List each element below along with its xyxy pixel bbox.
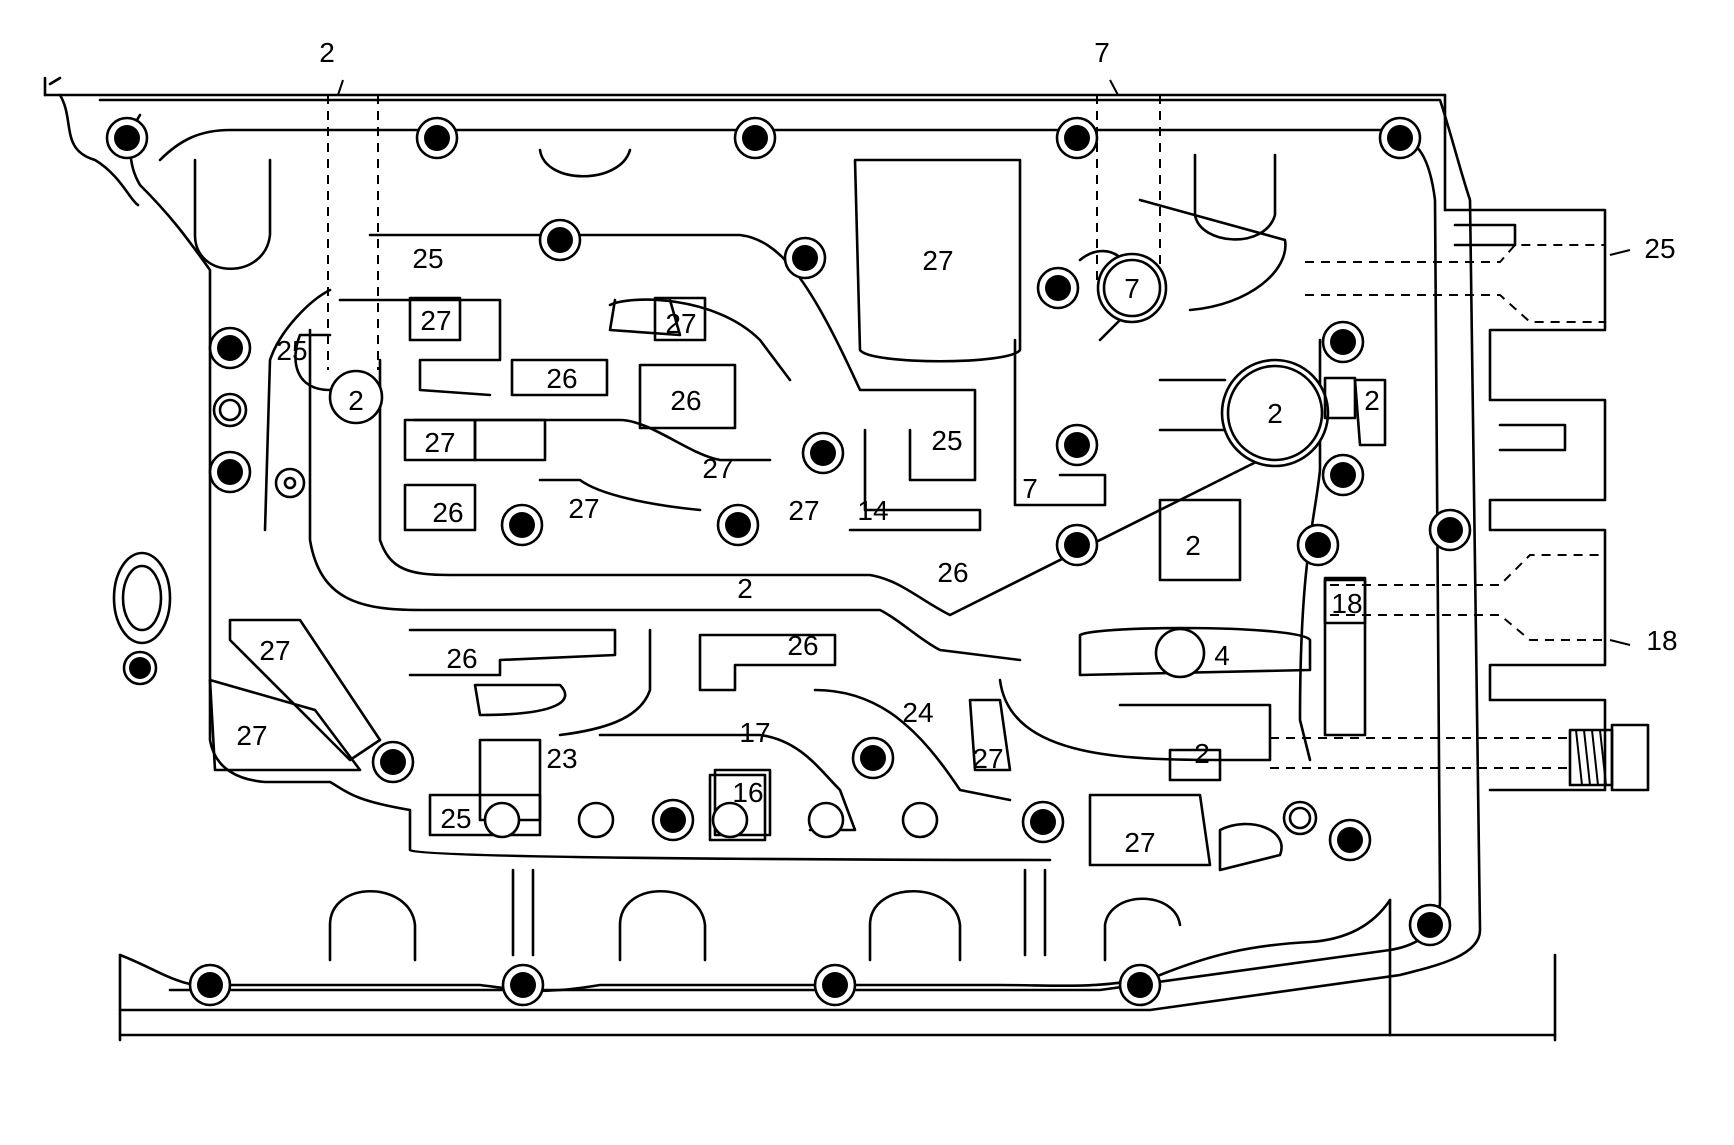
callout-2: 2 — [319, 37, 335, 68]
bolt — [716, 503, 760, 547]
passage-label: 17 — [739, 717, 770, 748]
bolt — [813, 963, 857, 1007]
passage-label: 7 — [1022, 473, 1038, 504]
bolt — [415, 116, 459, 160]
bolts — [105, 116, 1472, 1007]
passage-label: 27 — [424, 427, 455, 458]
callout-lines — [327, 79, 1631, 769]
bolt — [651, 798, 695, 842]
bolt — [501, 963, 545, 1007]
passage-label: 27 — [922, 245, 953, 276]
bolt — [1036, 266, 1080, 310]
passage-label: 26 — [546, 363, 577, 394]
passage-label: 27 — [1124, 827, 1155, 858]
passage-label: 4 — [1214, 640, 1230, 671]
passage-label: 26 — [937, 557, 968, 588]
bolt — [122, 650, 158, 686]
passage-label: 18 — [1331, 588, 1362, 619]
bolt — [801, 431, 845, 475]
passage-label: 27 — [702, 453, 733, 484]
passage-label: 26 — [787, 630, 818, 661]
passage-label: 7 — [1124, 273, 1140, 304]
passage-label: 16 — [732, 777, 763, 808]
bolt — [1428, 508, 1472, 552]
passage-labels: 25 27 27 25 2 26 26 27 27 25 27 26 27 27… — [236, 243, 1379, 858]
passage-label: 27 — [972, 743, 1003, 774]
passage-label: 2 — [737, 573, 753, 604]
passage-label: 25 — [412, 243, 443, 274]
passage-label: 25 — [440, 803, 471, 834]
callout-18: 18 — [1646, 625, 1677, 656]
passage-label: 2 — [1185, 530, 1201, 561]
bolt — [733, 116, 777, 160]
callout-25: 25 — [1644, 233, 1675, 264]
bolt — [783, 236, 827, 280]
passage-label: 26 — [670, 385, 701, 416]
bolt — [1021, 800, 1065, 844]
passage-label: 24 — [902, 697, 933, 728]
passage-label: 27 — [665, 308, 696, 339]
passage-label: 27 — [788, 495, 819, 526]
bolt — [188, 963, 232, 1007]
passage-label: 27 — [420, 305, 451, 336]
passage-label: 27 — [236, 720, 267, 751]
bolt — [371, 740, 415, 784]
passage-label: 2 — [1194, 738, 1210, 769]
bolt — [1055, 423, 1099, 467]
bolt — [1118, 963, 1162, 1007]
passage-label: 25 — [276, 335, 307, 366]
passage-label: 2 — [1267, 398, 1283, 429]
passage-label: 2 — [1364, 385, 1380, 416]
bolt — [1408, 903, 1452, 947]
orifices — [112, 252, 1387, 839]
callouts: 2 7 25 18 — [319, 37, 1677, 656]
bolt — [1055, 523, 1099, 567]
callout-7: 7 — [1094, 37, 1110, 68]
bolt — [500, 503, 544, 547]
passage-label: 23 — [546, 743, 577, 774]
threaded-bolt — [1568, 723, 1650, 792]
bolt — [1321, 320, 1365, 364]
bolt — [1328, 818, 1372, 862]
bolt — [105, 116, 149, 160]
passage-label: 27 — [568, 493, 599, 524]
passage-label: 26 — [446, 643, 477, 674]
label-boxes — [403, 296, 1367, 842]
bolt — [1055, 116, 1099, 160]
passage-label: 25 — [931, 425, 962, 456]
passage-label: 26 — [432, 497, 463, 528]
bolt — [538, 218, 582, 262]
passage-label: 2 — [348, 385, 364, 416]
passage-label: 14 — [857, 495, 888, 526]
bolt — [1296, 523, 1340, 567]
lower-pockets — [328, 868, 1182, 962]
bolt — [851, 736, 895, 780]
connector-tab — [1453, 223, 1567, 452]
bolt — [1378, 116, 1422, 160]
bolt — [208, 326, 252, 370]
bolt — [1321, 453, 1365, 497]
bolt — [208, 450, 252, 494]
upper-pockets — [193, 148, 1277, 363]
passage-label: 27 — [259, 635, 290, 666]
casting-outline — [43, 76, 1607, 1042]
